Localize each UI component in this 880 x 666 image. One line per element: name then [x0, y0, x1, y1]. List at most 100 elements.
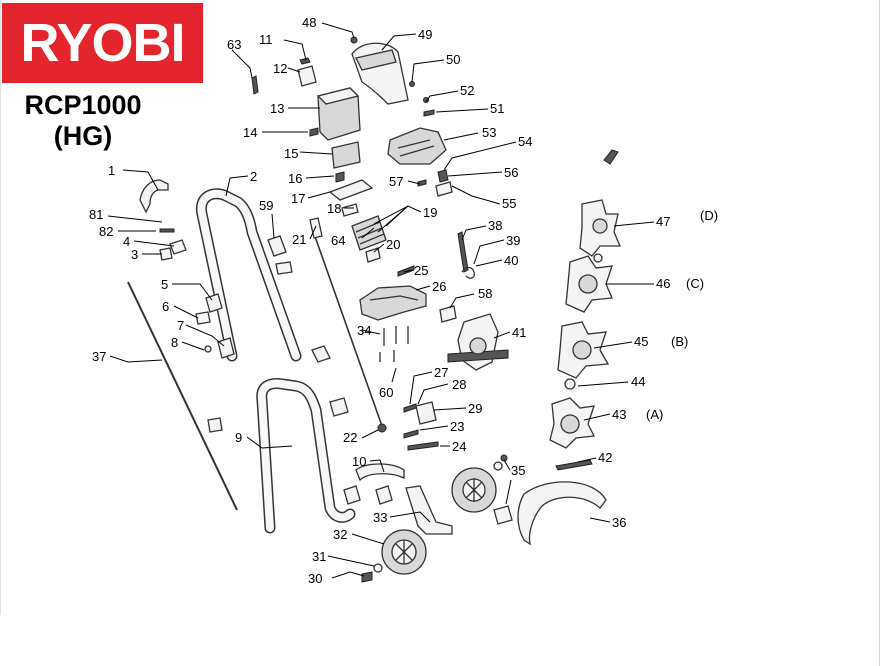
part-44-ring — [564, 378, 576, 390]
part-5-clamp — [205, 293, 223, 313]
callout-15: 15 — [284, 146, 298, 161]
tine-variant-c-label: (C) — [686, 276, 704, 291]
part-41-shaft — [447, 349, 509, 363]
part-14-screw — [309, 127, 319, 137]
callout-9: 9 — [235, 430, 242, 445]
callout-26: 26 — [432, 279, 446, 294]
callout-22: 22 — [343, 430, 357, 445]
callout-6: 6 — [162, 299, 169, 314]
part-43-hub — [560, 414, 580, 434]
part-63-screw — [251, 75, 259, 95]
part-15-collar — [331, 141, 361, 169]
callout-7: 7 — [177, 318, 184, 333]
tine-variant-a-label: (A) — [646, 407, 663, 422]
callout-60: 60 — [379, 385, 393, 400]
callout-11: 11 — [259, 32, 273, 47]
part-45-hub — [572, 340, 592, 360]
callout-14: 14 — [243, 125, 257, 140]
part-40-spring — [461, 266, 476, 279]
part-34-screws — [379, 326, 409, 362]
part-8-washer — [204, 345, 212, 353]
callout-31: 31 — [312, 549, 326, 564]
part-28-pin — [403, 403, 417, 413]
callout-39: 39 — [506, 233, 520, 248]
part-6-clamp — [195, 311, 211, 325]
part-33-axle — [405, 485, 453, 535]
part-32-wheel-spokes — [395, 540, 413, 564]
callout-64: 64 — [331, 233, 345, 248]
callout-41: 41 — [512, 325, 526, 340]
part-knob-b — [329, 397, 349, 417]
callout-38: 38 — [488, 218, 502, 233]
part-knob-a — [311, 345, 331, 363]
part-21-cable — [311, 227, 383, 427]
callout-49: 49 — [418, 27, 432, 42]
part-26-gearbox-detail — [369, 295, 419, 301]
callout-30: 30 — [308, 571, 322, 586]
part-53-housing-ribs — [397, 139, 435, 157]
part-knob-c — [207, 417, 223, 433]
callout-36: 36 — [612, 515, 626, 530]
part-37-rod — [127, 281, 238, 511]
callout-8: 8 — [171, 335, 178, 350]
part-58-bracket — [439, 305, 457, 323]
part-50-screw — [409, 81, 415, 87]
model-number: RCP1000 (HG) — [8, 90, 158, 152]
part-20-bearing — [365, 247, 381, 263]
part-47-hub — [592, 218, 608, 234]
callout-28: 28 — [452, 377, 466, 392]
callout-25: 25 — [414, 263, 428, 278]
callout-24: 24 — [452, 439, 466, 454]
part-9-lower-handle-inner — [257, 379, 354, 532]
part-4-clamp — [169, 239, 187, 255]
callout-45: 45 — [634, 334, 648, 349]
callout-56: 56 — [504, 165, 518, 180]
part-1-cable-clip — [139, 179, 169, 214]
callout-12: 12 — [273, 61, 287, 76]
callout-51: 51 — [490, 101, 504, 116]
part-36-guard — [517, 481, 607, 546]
callout-48: 48 — [302, 15, 316, 30]
callout-16: 16 — [288, 171, 302, 186]
callout-21: 21 — [292, 232, 306, 247]
callout-1: 1 — [108, 163, 115, 178]
callout-10: 10 — [352, 454, 366, 469]
callout-40: 40 — [504, 253, 518, 268]
part-29-block — [415, 401, 437, 425]
part-59-knob — [267, 235, 287, 257]
part-24-shaft — [407, 441, 439, 451]
callout-13: 13 — [270, 101, 284, 116]
callout-4: 4 — [123, 234, 130, 249]
callout-82: 82 — [99, 224, 113, 239]
part-46-hub — [578, 274, 598, 294]
callout-32: 32 — [333, 527, 347, 542]
callout-63: 63 — [227, 37, 241, 52]
callout-44: 44 — [631, 374, 645, 389]
callout-27: 27 — [434, 365, 448, 380]
callout-2: 2 — [250, 169, 257, 184]
callout-42: 42 — [598, 450, 612, 465]
part-16-screw — [335, 171, 345, 183]
part-47-clip — [603, 149, 619, 165]
part-49-cover-band — [355, 49, 397, 71]
callout-57: 57 — [389, 174, 403, 189]
part-52-screw — [423, 97, 429, 103]
ryobi-logo: RYOBI — [2, 3, 203, 83]
part-10-bracket-end2 — [375, 485, 393, 505]
callout-23: 23 — [450, 419, 464, 434]
part-35-cap — [493, 505, 513, 525]
part-51-screw — [423, 109, 435, 117]
part-35-wheel-spokes — [465, 478, 483, 502]
callout-58: 58 — [478, 286, 492, 301]
callout-18: 18 — [327, 201, 341, 216]
callout-5: 5 — [161, 277, 168, 292]
part-19-armature-coil — [355, 221, 385, 245]
callout-37: 37 — [92, 349, 106, 364]
part-2-upper-handle-inner — [197, 189, 300, 360]
callout-19: 19 — [423, 205, 437, 220]
part-11-screw — [299, 57, 311, 65]
part-31-washer — [373, 563, 383, 573]
part-26-gearbox — [359, 285, 427, 321]
part-17-plate — [328, 179, 374, 201]
